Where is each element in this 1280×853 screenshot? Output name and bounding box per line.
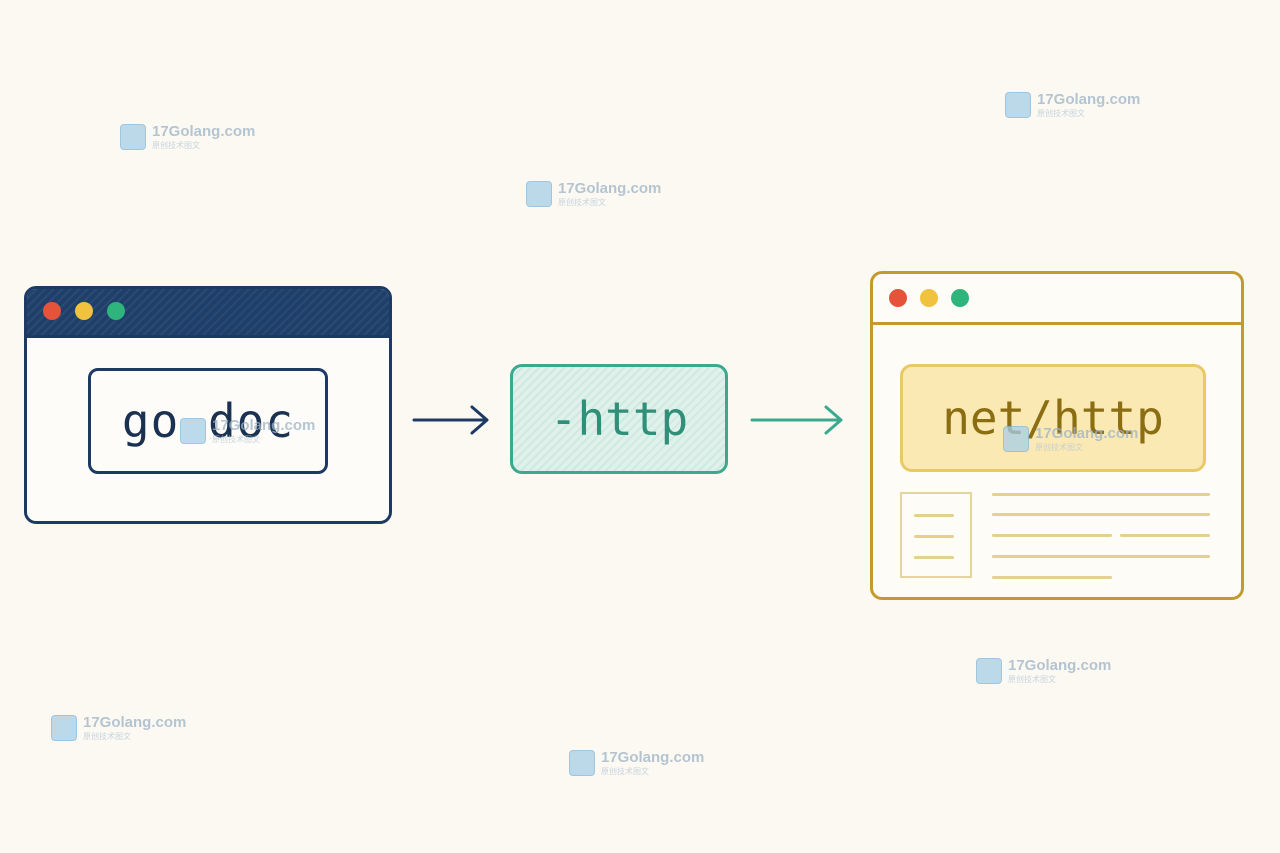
sidebar-line xyxy=(914,556,954,559)
sidebar-line xyxy=(914,535,954,538)
watermark-logo-icon xyxy=(1003,426,1029,452)
minimize-dot-icon xyxy=(75,302,93,320)
content-line xyxy=(992,493,1210,496)
package-text: net/http xyxy=(942,391,1164,445)
browser-titlebar-divider xyxy=(873,322,1241,325)
content-line xyxy=(992,513,1210,516)
close-dot-icon xyxy=(889,289,907,307)
command-text: go doc xyxy=(121,394,295,448)
minimize-dot-icon xyxy=(920,289,938,307)
content-line xyxy=(992,555,1210,558)
watermark-logo-icon xyxy=(180,418,206,444)
sidebar-line xyxy=(914,514,954,517)
terminal-titlebar xyxy=(27,289,389,338)
flag-box: -http xyxy=(510,364,728,474)
watermark-logo-icon xyxy=(976,658,1002,684)
watermark-logo-icon xyxy=(526,181,552,207)
docs-sidebar-panel xyxy=(900,492,972,578)
command-box: go doc xyxy=(88,368,328,474)
watermark-logo-icon xyxy=(51,715,77,741)
content-line xyxy=(992,534,1112,537)
right-arrow-icon xyxy=(412,405,489,435)
watermark-logo-icon xyxy=(1005,92,1031,118)
content-line xyxy=(992,576,1112,579)
content-line xyxy=(1120,534,1210,537)
watermark-logo-icon xyxy=(569,750,595,776)
maximize-dot-icon xyxy=(951,289,969,307)
watermark-logo-icon xyxy=(120,124,146,150)
maximize-dot-icon xyxy=(107,302,125,320)
terminal-window xyxy=(24,286,392,524)
flag-text: -http xyxy=(549,392,689,446)
right-arrow-icon xyxy=(750,405,843,435)
close-dot-icon xyxy=(43,302,61,320)
package-box: net/http xyxy=(900,364,1206,472)
